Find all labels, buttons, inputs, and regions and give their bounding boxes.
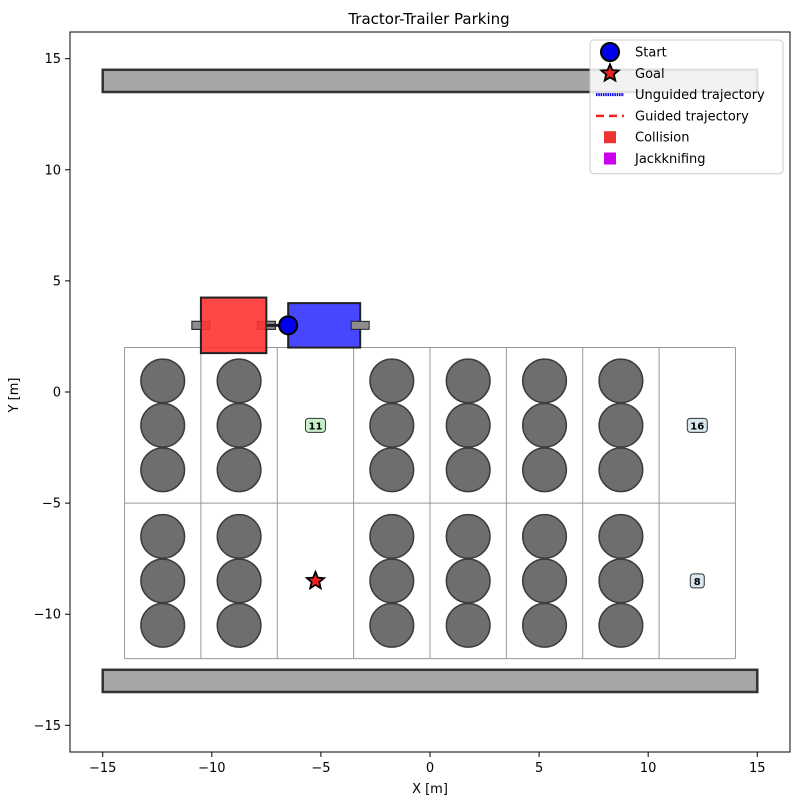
obstacle-circle bbox=[216, 402, 262, 448]
obstacle-circle bbox=[521, 513, 568, 560]
obstacle-circle bbox=[598, 602, 644, 648]
legend-box bbox=[589, 39, 784, 175]
obstacle-circle bbox=[445, 602, 491, 648]
obstacle-circle bbox=[445, 447, 491, 493]
obstacle-circle bbox=[369, 513, 415, 560]
obstacle-circle bbox=[598, 447, 644, 493]
obstacle-circle bbox=[140, 447, 186, 493]
obstacle-circle bbox=[216, 602, 262, 648]
y-tick-label: −5 bbox=[42, 497, 61, 512]
plot-area: 11 16 8 bbox=[101, 68, 759, 694]
legend-marker-start bbox=[600, 42, 620, 62]
obstacle-circle bbox=[369, 447, 415, 493]
chart-title: Tractor-Trailer Parking bbox=[347, 10, 509, 28]
goal-marker bbox=[304, 569, 327, 591]
tractor-body bbox=[287, 302, 362, 349]
obstacle-circle bbox=[445, 513, 491, 560]
legend-marker-collision bbox=[604, 131, 616, 144]
obstacle-circle bbox=[369, 558, 415, 604]
x-tick-label: 15 bbox=[749, 761, 766, 776]
legend-label-guided-trajectory: Guided trajectory bbox=[635, 109, 749, 124]
obstacle-circle bbox=[140, 358, 186, 404]
obstacle-circle bbox=[598, 513, 644, 560]
obstacle-circle bbox=[445, 402, 491, 448]
slot-label-box-16 bbox=[686, 417, 708, 433]
start-marker bbox=[278, 315, 299, 336]
obstacle-circle bbox=[598, 558, 644, 604]
y-tick-label: 15 bbox=[44, 52, 61, 67]
legend-label-jackknifing: Jackknifing bbox=[634, 152, 706, 167]
y-tick-label: −15 bbox=[34, 719, 61, 734]
y-tick-label: 5 bbox=[53, 274, 61, 289]
x-axis-title: X [m] bbox=[412, 782, 448, 797]
legend-label-start: Start bbox=[635, 46, 667, 61]
obstacle-circle bbox=[521, 402, 568, 448]
trailer-axle-rear-outer bbox=[191, 320, 202, 330]
obstacle-circle bbox=[140, 513, 186, 560]
obstacle-circle bbox=[140, 402, 186, 448]
slot-label-16: 16 bbox=[690, 421, 704, 432]
obstacle-circle bbox=[140, 558, 186, 604]
obstacle-circle bbox=[140, 602, 186, 648]
obstacle-circle bbox=[521, 558, 568, 604]
slot-label-11: 11 bbox=[308, 421, 322, 432]
obstacle-circle bbox=[598, 358, 644, 404]
obstacle-circle bbox=[369, 358, 415, 404]
obstacle-circle bbox=[521, 602, 568, 648]
y-tick-label: −10 bbox=[34, 608, 61, 623]
x-tick-label: 0 bbox=[426, 761, 434, 776]
slot-label-box-8 bbox=[689, 573, 705, 589]
slot-label-box-11 bbox=[304, 417, 326, 433]
obstacle-circle bbox=[216, 358, 262, 404]
legend-marker-goal bbox=[599, 61, 621, 83]
obstacle-circle bbox=[369, 602, 415, 648]
legend-label-unguided-trajectory: Unguided trajectory bbox=[635, 88, 765, 103]
legend-marker-jackknifing bbox=[604, 152, 616, 165]
x-tick-label: −15 bbox=[89, 761, 116, 776]
obstacle-circle bbox=[216, 513, 262, 560]
obstacle-circle bbox=[216, 558, 262, 604]
x-tick-label: 5 bbox=[535, 761, 543, 776]
legend-label-collision: Collision bbox=[635, 131, 689, 146]
legend-label-goal: Goal bbox=[635, 67, 665, 82]
axes: −15 −10 −5 0 5 10 15 −15 −10 −5 0 5 10 15 bbox=[34, 31, 791, 776]
tractor-axle-front bbox=[350, 320, 370, 330]
x-tick-label: −5 bbox=[311, 761, 330, 776]
x-tick-label: −10 bbox=[198, 761, 225, 776]
x-tick-label: 10 bbox=[640, 761, 657, 776]
obstacle-circle bbox=[521, 358, 568, 404]
y-tick-label: 0 bbox=[53, 386, 61, 401]
y-tick-label: 10 bbox=[44, 163, 61, 178]
obstacle-circle bbox=[598, 402, 644, 448]
obstacle-circle bbox=[216, 447, 262, 493]
obstacle-circle bbox=[521, 447, 568, 493]
y-axis-title: Y [m] bbox=[7, 378, 22, 414]
wall-2 bbox=[101, 668, 759, 694]
obstacle-circle bbox=[445, 358, 491, 404]
trailer-body bbox=[199, 296, 268, 355]
obstacle-circle bbox=[445, 558, 491, 604]
obstacle-circle bbox=[369, 402, 415, 448]
slot-label-8: 8 bbox=[694, 577, 701, 588]
